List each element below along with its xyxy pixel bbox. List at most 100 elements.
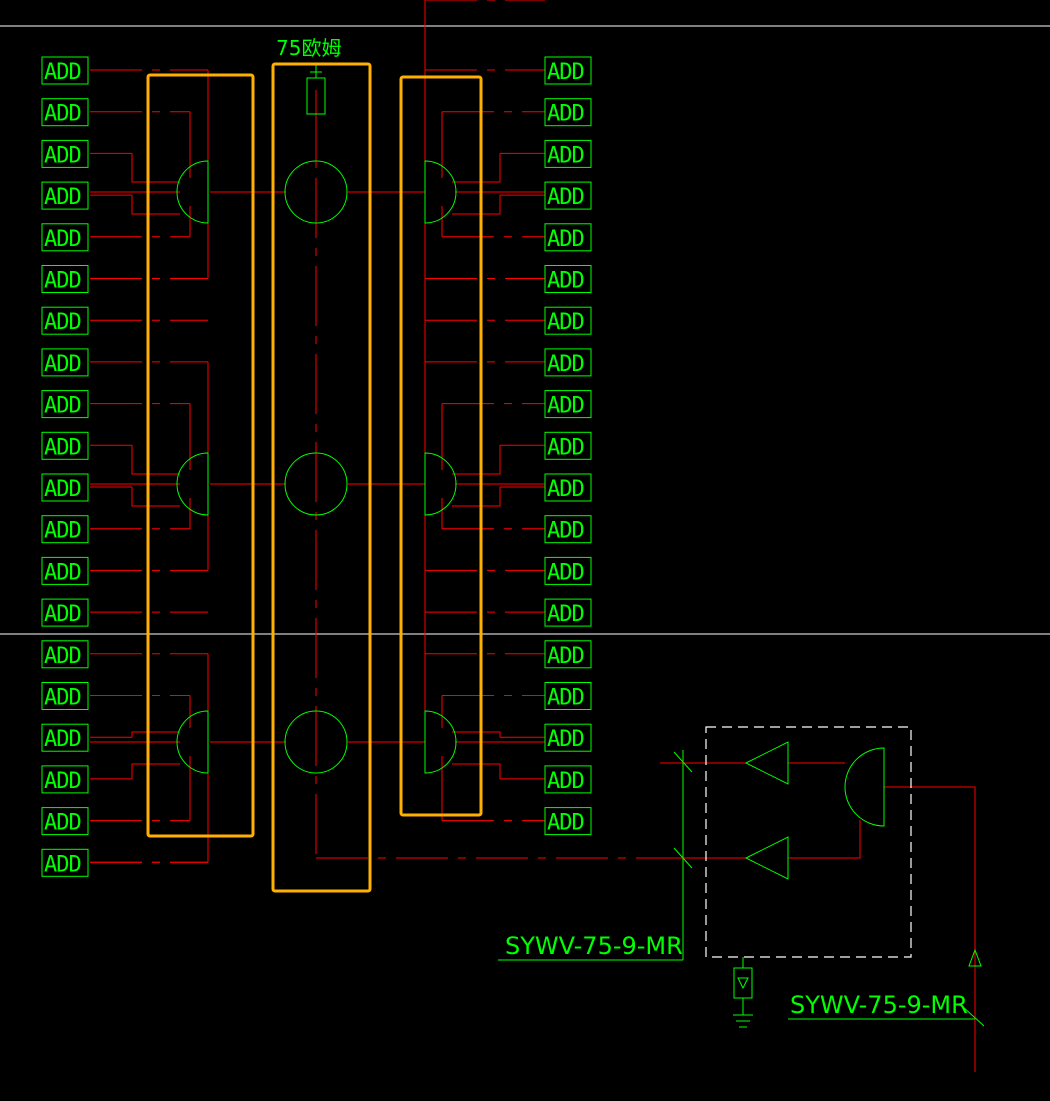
outlet-box [544,556,592,585]
outlet-label: ADD [44,852,81,877]
trunk-tap-circle [284,452,348,516]
outlet-box [544,515,592,544]
component-layer [146,62,985,1028]
wire-right [452,153,501,183]
wire-right [452,445,501,475]
outlet-box [41,473,89,502]
outlet-label: ADD [547,102,584,127]
enclosure-box [271,62,372,893]
amp-splitter [844,747,885,827]
outlet-left: ADD [41,765,89,794]
enclosure-box [146,73,255,838]
outlet-box [544,682,592,710]
outlet-box [544,473,592,502]
outlet-right: ADD [544,640,592,669]
splitter-right [424,160,457,224]
splitter-left [176,710,209,774]
outlet-label: ADD [44,394,81,419]
outlet-left: ADD [41,139,89,168]
terminator-label: 75欧姆 [276,36,341,60]
outlet-right: ADD [544,556,592,585]
outlet-label: ADD [44,644,81,669]
outlet-right: ADD [544,431,592,460]
outlet-label: ADD [547,269,584,294]
outlet-left: ADD [41,473,89,502]
trunk-tap-circle [284,710,348,774]
outlet-label: ADD [44,811,81,836]
trunk-tap-circle [284,160,348,224]
outlet-box [41,265,89,293]
outlet-box [41,139,89,168]
outlet-box [41,181,89,210]
outlet-box [544,223,592,252]
outlet-box [41,682,89,710]
outlet-left: ADD [41,515,89,544]
outlet-box [41,56,89,85]
outlet-right: ADD [544,723,592,752]
outlet-right: ADD [544,223,592,252]
outlet-box [41,598,89,627]
outlet-label: ADD [547,185,584,210]
outlet-right: ADD [544,807,592,836]
outlet-right: ADD [544,265,592,294]
outlet-column-left: ADD ADD ADD ADD ADD ADD ADD ADD ADD ADD ADD ADD ADD A… [41,56,89,877]
outlet-label: ADD [547,143,584,168]
outlet-box [41,515,89,544]
amplifier-triangle [744,741,789,785]
outlet-label: ADD [547,602,584,627]
outlet-label: ADD [44,143,81,168]
outlet-box [544,306,592,335]
outlet-label: ADD [44,477,81,502]
outlet-left: ADD [41,390,89,419]
outlet-box [41,807,89,836]
outlet-box [544,181,592,210]
outlet-box [544,348,592,377]
outlet-label: ADD [547,394,584,419]
wire-right [452,487,501,507]
outlet-left: ADD [41,723,89,752]
splitter-left [176,160,209,224]
outlet-label: ADD [547,435,584,460]
amp-in-wire [788,820,861,859]
outlet-label: ADD [44,435,81,460]
outlet-box [41,556,89,585]
outlet-right: ADD [544,181,592,210]
outlet-label: ADD [44,185,81,210]
outlet-left: ADD [41,431,89,460]
outlet-box [41,390,89,419]
cable-tick [961,1005,985,1027]
outlet-left: ADD [41,598,89,627]
outlet-left: ADD [41,265,89,294]
outlet-left: ADD [41,223,89,252]
wire-left [131,731,180,738]
outlet-label: ADD [547,686,584,711]
outlet-label: ADD [547,310,584,335]
outlet-right: ADD [544,139,592,168]
outlet-label: ADD [44,269,81,294]
outlet-label: ADD [547,769,584,794]
outlet-left: ADD [41,348,89,377]
wire-layer [90,0,976,1072]
outlet-left: ADD [41,682,89,711]
outlet-label: ADD [547,60,584,85]
outlet-label: ADD [44,227,81,252]
outlet-label: ADD [44,310,81,335]
splitter-right [424,452,457,516]
outlet-label: ADD [44,560,81,585]
outlet-box [544,765,592,794]
outlet-label: ADD [547,560,584,585]
cable-label-right: SYWV-75-9-MR [790,991,968,1019]
outlet-right: ADD [544,682,592,711]
outlet-box [41,640,89,669]
wire-left [131,153,180,183]
outlet-left: ADD [41,56,89,85]
outlet-box [41,348,89,377]
outlet-right: ADD [544,348,592,377]
arrow-icon [968,948,982,967]
amplifier-enclosure [705,726,912,958]
outlet-box [41,723,89,752]
outlet-left: ADD [41,306,89,335]
outlet-label: ADD [547,811,584,836]
outlet-box [41,306,89,335]
outlet-label: ADD [547,644,584,669]
